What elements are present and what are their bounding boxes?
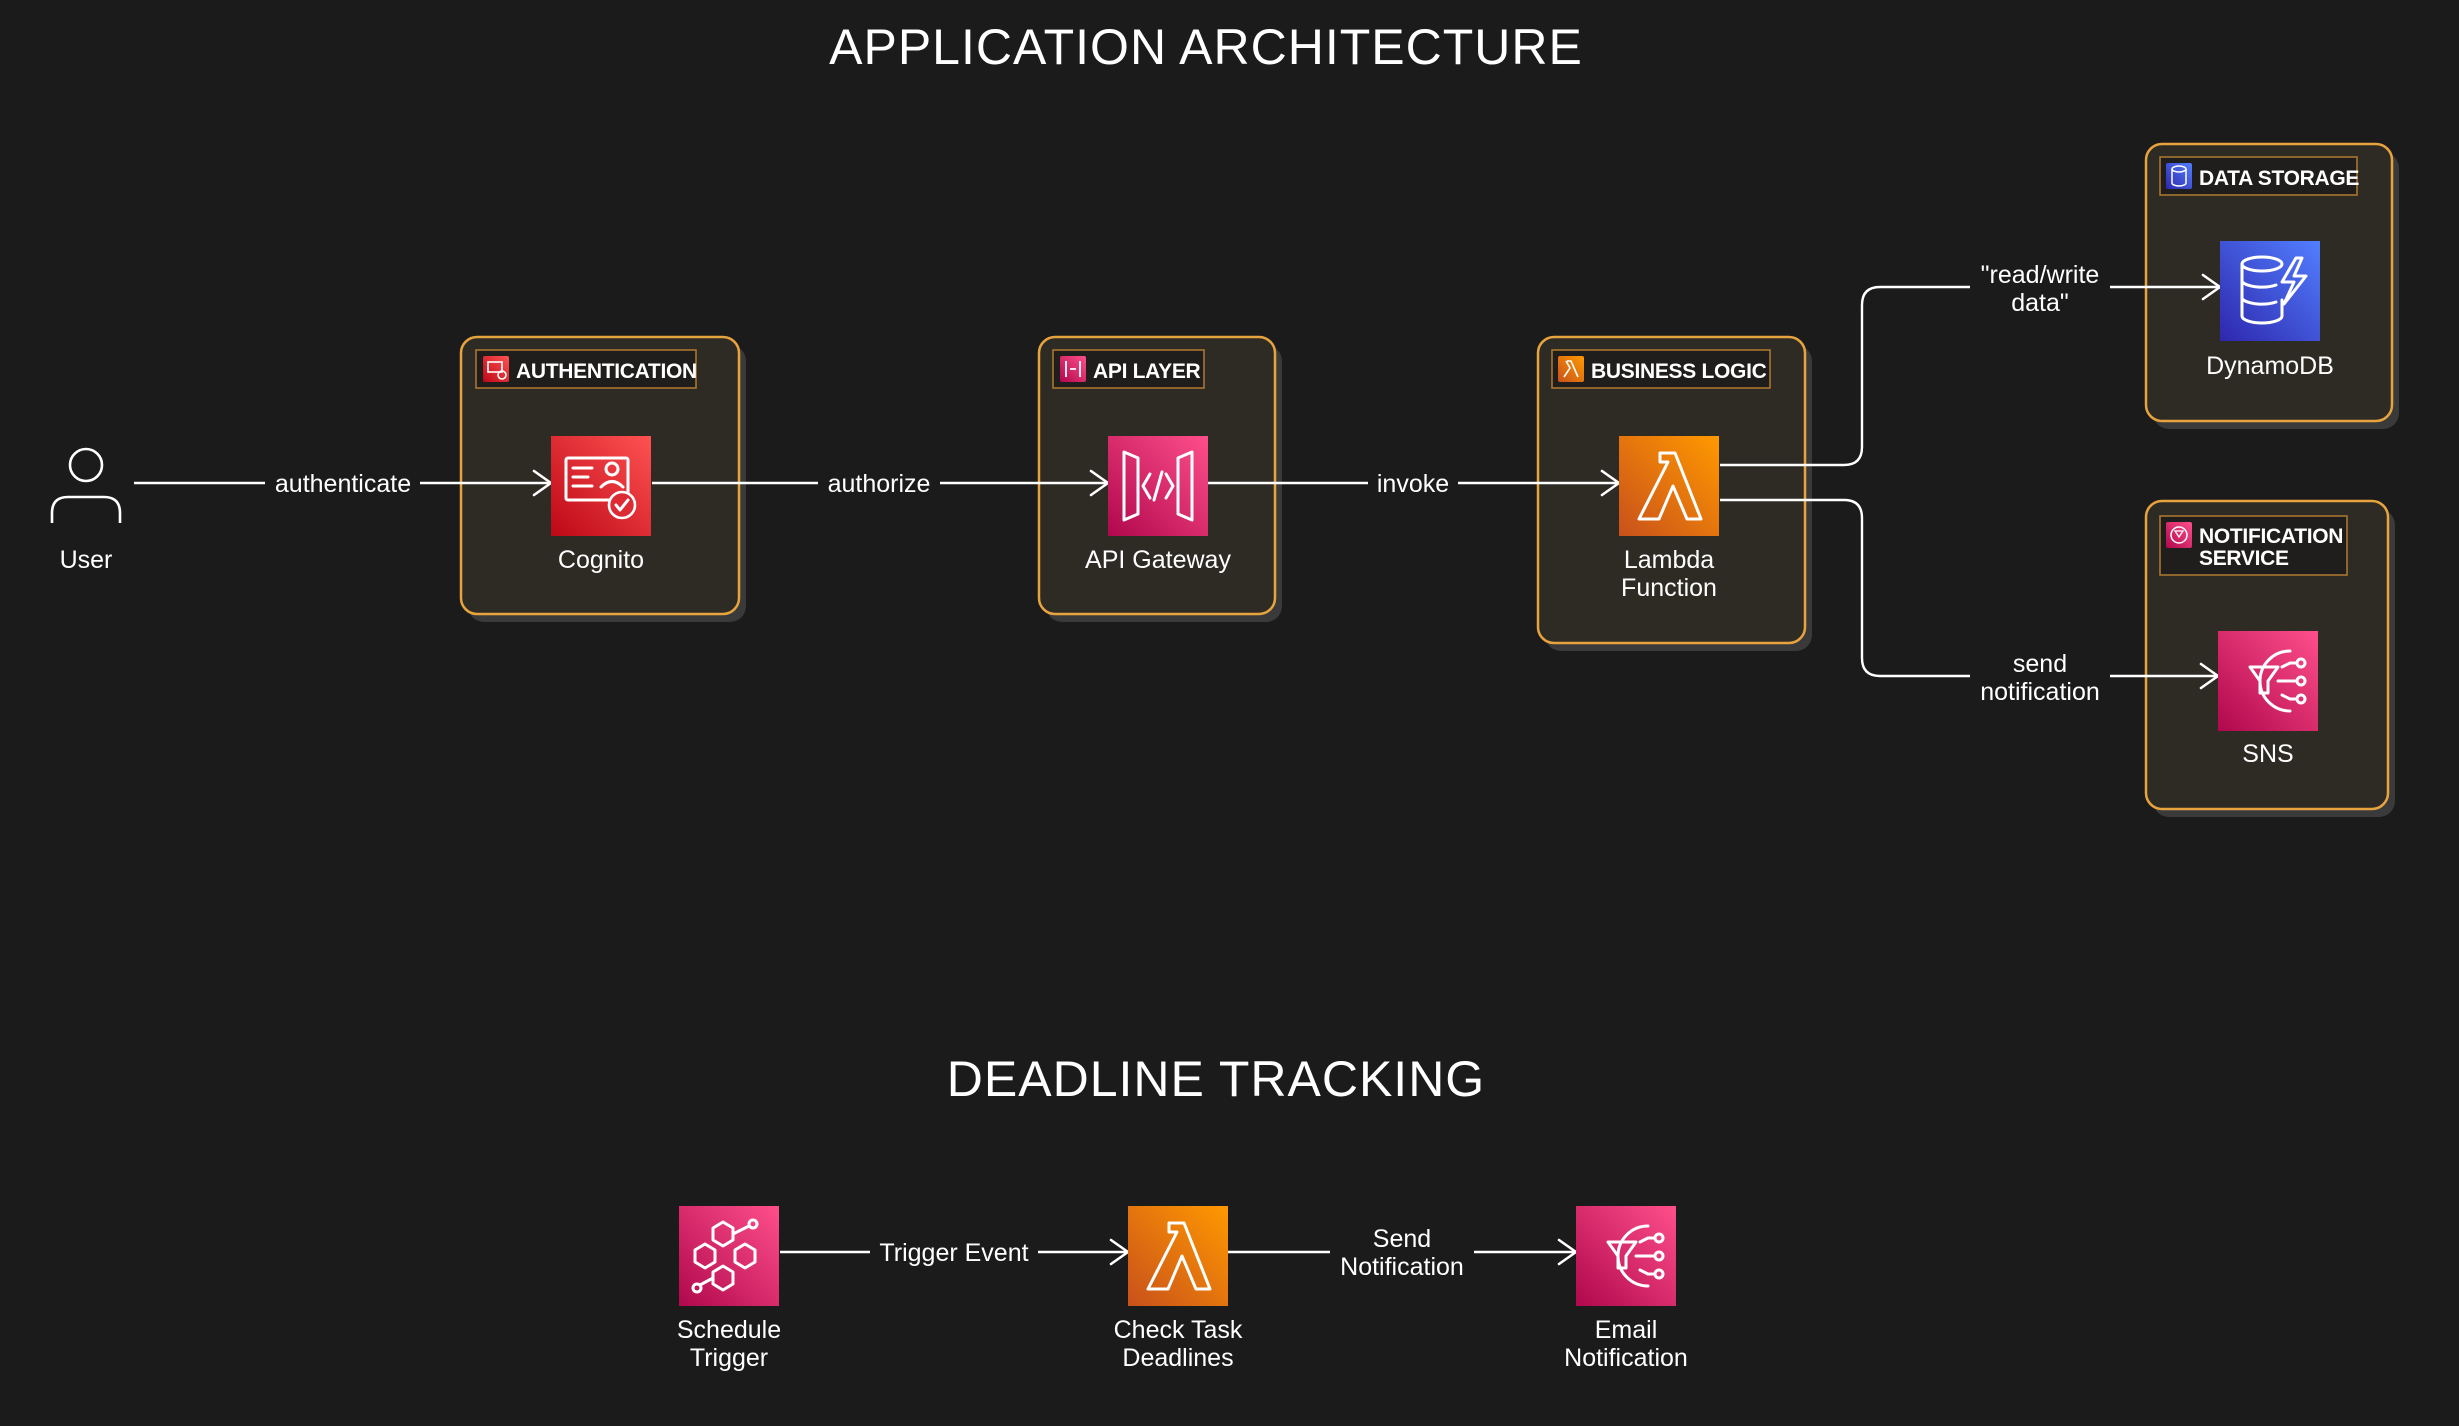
lambda-label-line2: Function [1621, 574, 1717, 602]
email-notification-label-line2: Notification [1564, 1344, 1688, 1372]
authentication-group-label: AUTHENTICATION [516, 360, 697, 383]
lambda-label-line1: Lambda [1624, 546, 1714, 574]
edge-label-invoke: invoke [1377, 470, 1449, 498]
edge-label-send-line2: notification [1980, 678, 2100, 706]
check-deadlines-label-line2: Deadlines [1122, 1344, 1233, 1372]
notification-service-group-label-line2: SERVICE [2199, 547, 2289, 570]
notification-service-group-label-line1: NOTIFICATION [2199, 525, 2343, 548]
api-gateway-icon [1108, 436, 1208, 536]
deadline-tracking-title: DEADLINE TRACKING [947, 1051, 1485, 1107]
edge-label-send-line1-b: Send [1373, 1225, 1431, 1253]
edge-send-notification: send notification [1720, 498, 2220, 713]
sns-icon [2218, 631, 2318, 731]
edge-trigger-event: Trigger Event [780, 1234, 1130, 1270]
schedule-trigger-label-line1: Schedule [677, 1316, 781, 1344]
edge-label-authenticate: authenticate [275, 470, 411, 498]
email-notification-label-line1: Email [1595, 1316, 1658, 1344]
api-gateway-node[interactable]: API Gateway [1085, 436, 1231, 574]
sns-node[interactable]: SNS [2218, 631, 2318, 768]
edge-label-trigger-event: Trigger Event [879, 1239, 1028, 1267]
dynamodb-label: DynamoDB [2206, 352, 2334, 380]
api-gateway-label: API Gateway [1085, 546, 1231, 574]
edge-authorize: authorize [652, 465, 1110, 501]
check-deadlines-node[interactable]: Check Task Deadlines [1114, 1206, 1243, 1372]
user-icon [50, 447, 122, 523]
data-storage-tag-icon [2166, 163, 2192, 189]
business-logic-group-label: BUSINESS LOGIC [1591, 360, 1767, 383]
edge-label-read-write-line2: data" [2011, 289, 2069, 317]
lambda-icon [1128, 1206, 1228, 1306]
schedule-trigger-node[interactable]: Schedule Trigger [677, 1206, 781, 1372]
lambda-node[interactable]: Lambda Function [1619, 436, 1719, 602]
user-label: User [60, 546, 113, 574]
architecture-title: APPLICATION ARCHITECTURE [829, 19, 1583, 75]
edge-invoke: invoke [1208, 465, 1621, 501]
api-layer-tag-icon [1060, 356, 1086, 382]
email-notification-node[interactable]: Email Notification [1564, 1206, 1688, 1372]
edge-label-read-write-line1: "read/write [1981, 261, 2100, 289]
cognito-icon [551, 436, 651, 536]
notification-service-tag-icon [2166, 522, 2192, 548]
authentication-tag-icon [483, 356, 509, 382]
business-logic-tag-icon [1558, 356, 1584, 382]
data-storage-group-label: DATA STORAGE [2199, 167, 2359, 190]
eventbridge-icon [679, 1206, 779, 1306]
schedule-trigger-label-line2: Trigger [690, 1344, 768, 1372]
edge-label-send-line2-b: Notification [1340, 1253, 1464, 1281]
lambda-icon [1619, 436, 1719, 536]
sns-label: SNS [2242, 740, 2293, 768]
cognito-label: Cognito [558, 546, 644, 574]
edge-label-send-line1: send [2013, 650, 2067, 678]
edge-read-write-data: "read/write data" [1720, 255, 2222, 467]
cognito-node[interactable]: Cognito [551, 436, 651, 574]
edge-label-authorize: authorize [828, 470, 931, 498]
sns-icon [1576, 1206, 1676, 1306]
edge-send-notification-2: Send Notification [1228, 1220, 1578, 1288]
edge-authenticate: authenticate [134, 465, 553, 501]
dynamodb-icon [2220, 241, 2320, 341]
user-node[interactable]: User [50, 447, 122, 574]
check-deadlines-label-line1: Check Task [1114, 1316, 1243, 1344]
dynamodb-node[interactable]: DynamoDB [2206, 241, 2334, 380]
api-layer-group-label: API LAYER [1093, 360, 1201, 383]
